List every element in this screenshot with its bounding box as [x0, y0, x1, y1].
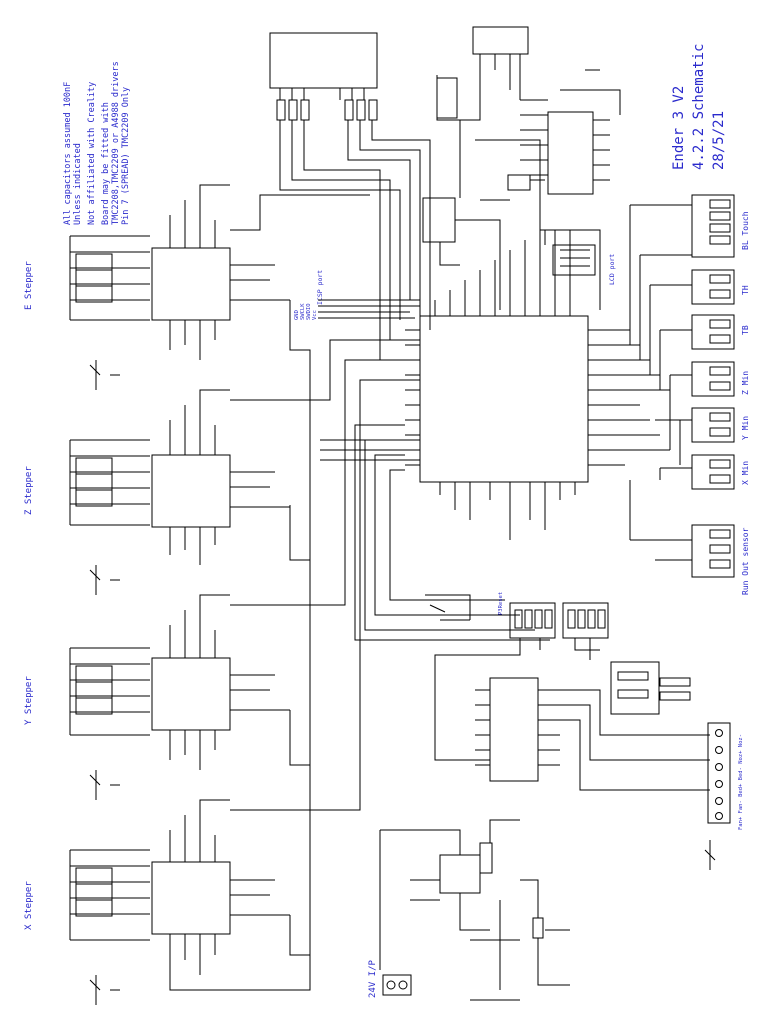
top-right-header: [472, 26, 529, 55]
icsp-pin-gnd: GND: [294, 310, 300, 320]
stepper-driver-z: [69, 389, 290, 595]
stepper-label-y: Y Stepper: [24, 676, 34, 725]
run-out-connector: [691, 524, 735, 578]
title-date: 28/5/21: [711, 111, 727, 170]
icsp-port: ICSP port GND SWCLK SWDIO Vcc: [294, 270, 420, 320]
output-terminal: [707, 722, 731, 824]
power-input-label: 24V I/P: [368, 959, 378, 998]
right-connectors: BL Touch TH TB Z Min Y Min X Min Run Out…: [629, 194, 750, 595]
power-fuse: [532, 917, 544, 939]
top-header: [269, 32, 378, 89]
notes-block: All capacitors assumed 100nF Unless indi…: [63, 61, 131, 225]
z-min-connector: [691, 361, 735, 397]
header-right: [562, 602, 609, 639]
note-line-3: Not affiliated with Creality: [87, 82, 97, 225]
output-driver-ic: [489, 677, 539, 782]
x-min-connector: [691, 454, 735, 490]
stepper-driver-e: [69, 184, 290, 390]
title-name: Ender 3 V2: [671, 86, 687, 170]
note-line-5: TMC2208,TMC2209 or A4988 drivers: [111, 61, 121, 225]
p3-reset-label: P3Reset: [498, 592, 504, 615]
stepper-label-z: Z Stepper: [24, 466, 34, 515]
main-mcu: [354, 230, 670, 641]
icsp-pin-swclk: SWCLK: [300, 303, 306, 320]
title-version: 4.2.2 Schematic: [691, 44, 707, 170]
y-min-label: Y Min: [741, 416, 750, 440]
power-input-section: 24V I/P: [368, 819, 570, 1001]
th-label: TH: [741, 285, 750, 295]
driver-bus-wires: [169, 194, 420, 991]
title-block: Ender 3 V2 4.2.2 Schematic 28/5/21: [671, 44, 727, 170]
usb-chip: [547, 111, 594, 195]
stepper-label-e: E Stepper: [24, 261, 34, 310]
note-line-2: Unless indicated: [73, 143, 83, 225]
bl-touch-label: BL Touch: [741, 211, 750, 250]
stepper-driver-x: [69, 799, 290, 1005]
power-input-connector: [382, 974, 412, 996]
header-left: [509, 602, 556, 639]
th-connector: [691, 269, 735, 305]
lcd-port-label: LCD port: [608, 254, 616, 285]
stepper-driver-y: [69, 594, 290, 800]
x-min-label: X Min: [741, 461, 750, 485]
regulator-ic: [422, 197, 456, 243]
tb-label: TB: [741, 325, 750, 335]
reset-section: P3Reset: [425, 592, 609, 761]
icsp-label: ICSP port: [316, 270, 324, 305]
bl-touch-connector: [691, 194, 735, 258]
note-line-1: All capacitors assumed 100nF: [63, 82, 73, 225]
tb-connector: [691, 314, 735, 350]
top-center-circuit: [422, 26, 621, 310]
z-min-label: Z Min: [741, 371, 750, 395]
icsp-pin-vcc: Vcc: [312, 310, 318, 320]
lcd-port: LCD port: [540, 229, 616, 310]
driver-chip-z: [151, 454, 231, 528]
driver-chip-y: [151, 657, 231, 731]
power-regulator-ic: [439, 854, 481, 894]
crystal: [507, 174, 531, 191]
y-min-connector: [691, 407, 735, 443]
output-driver-section: Fan+ Fan- Bed+ Bed- Noz+ Noz-: [475, 661, 744, 870]
icsp-pin-swdio: SWDIO: [306, 303, 312, 320]
driver-chip-e: [151, 247, 231, 321]
run-out-label: Run Out sensor: [741, 527, 750, 595]
mosfet-block: [610, 661, 660, 715]
note-line-4: Board may be fitted with: [101, 102, 111, 225]
stepper-label-x: X Stepper: [24, 881, 34, 930]
output-terminal-labels: Fan+ Fan- Bed+ Bed- Noz+ Noz-: [738, 734, 744, 830]
note-line-6: Pin 7 (SPREAD) TMC2209 Only: [121, 87, 131, 225]
lcd-connector: [552, 244, 596, 276]
top-connector: [269, 32, 431, 360]
mcu-chip: [419, 315, 589, 483]
driver-chip-x: [151, 861, 231, 935]
